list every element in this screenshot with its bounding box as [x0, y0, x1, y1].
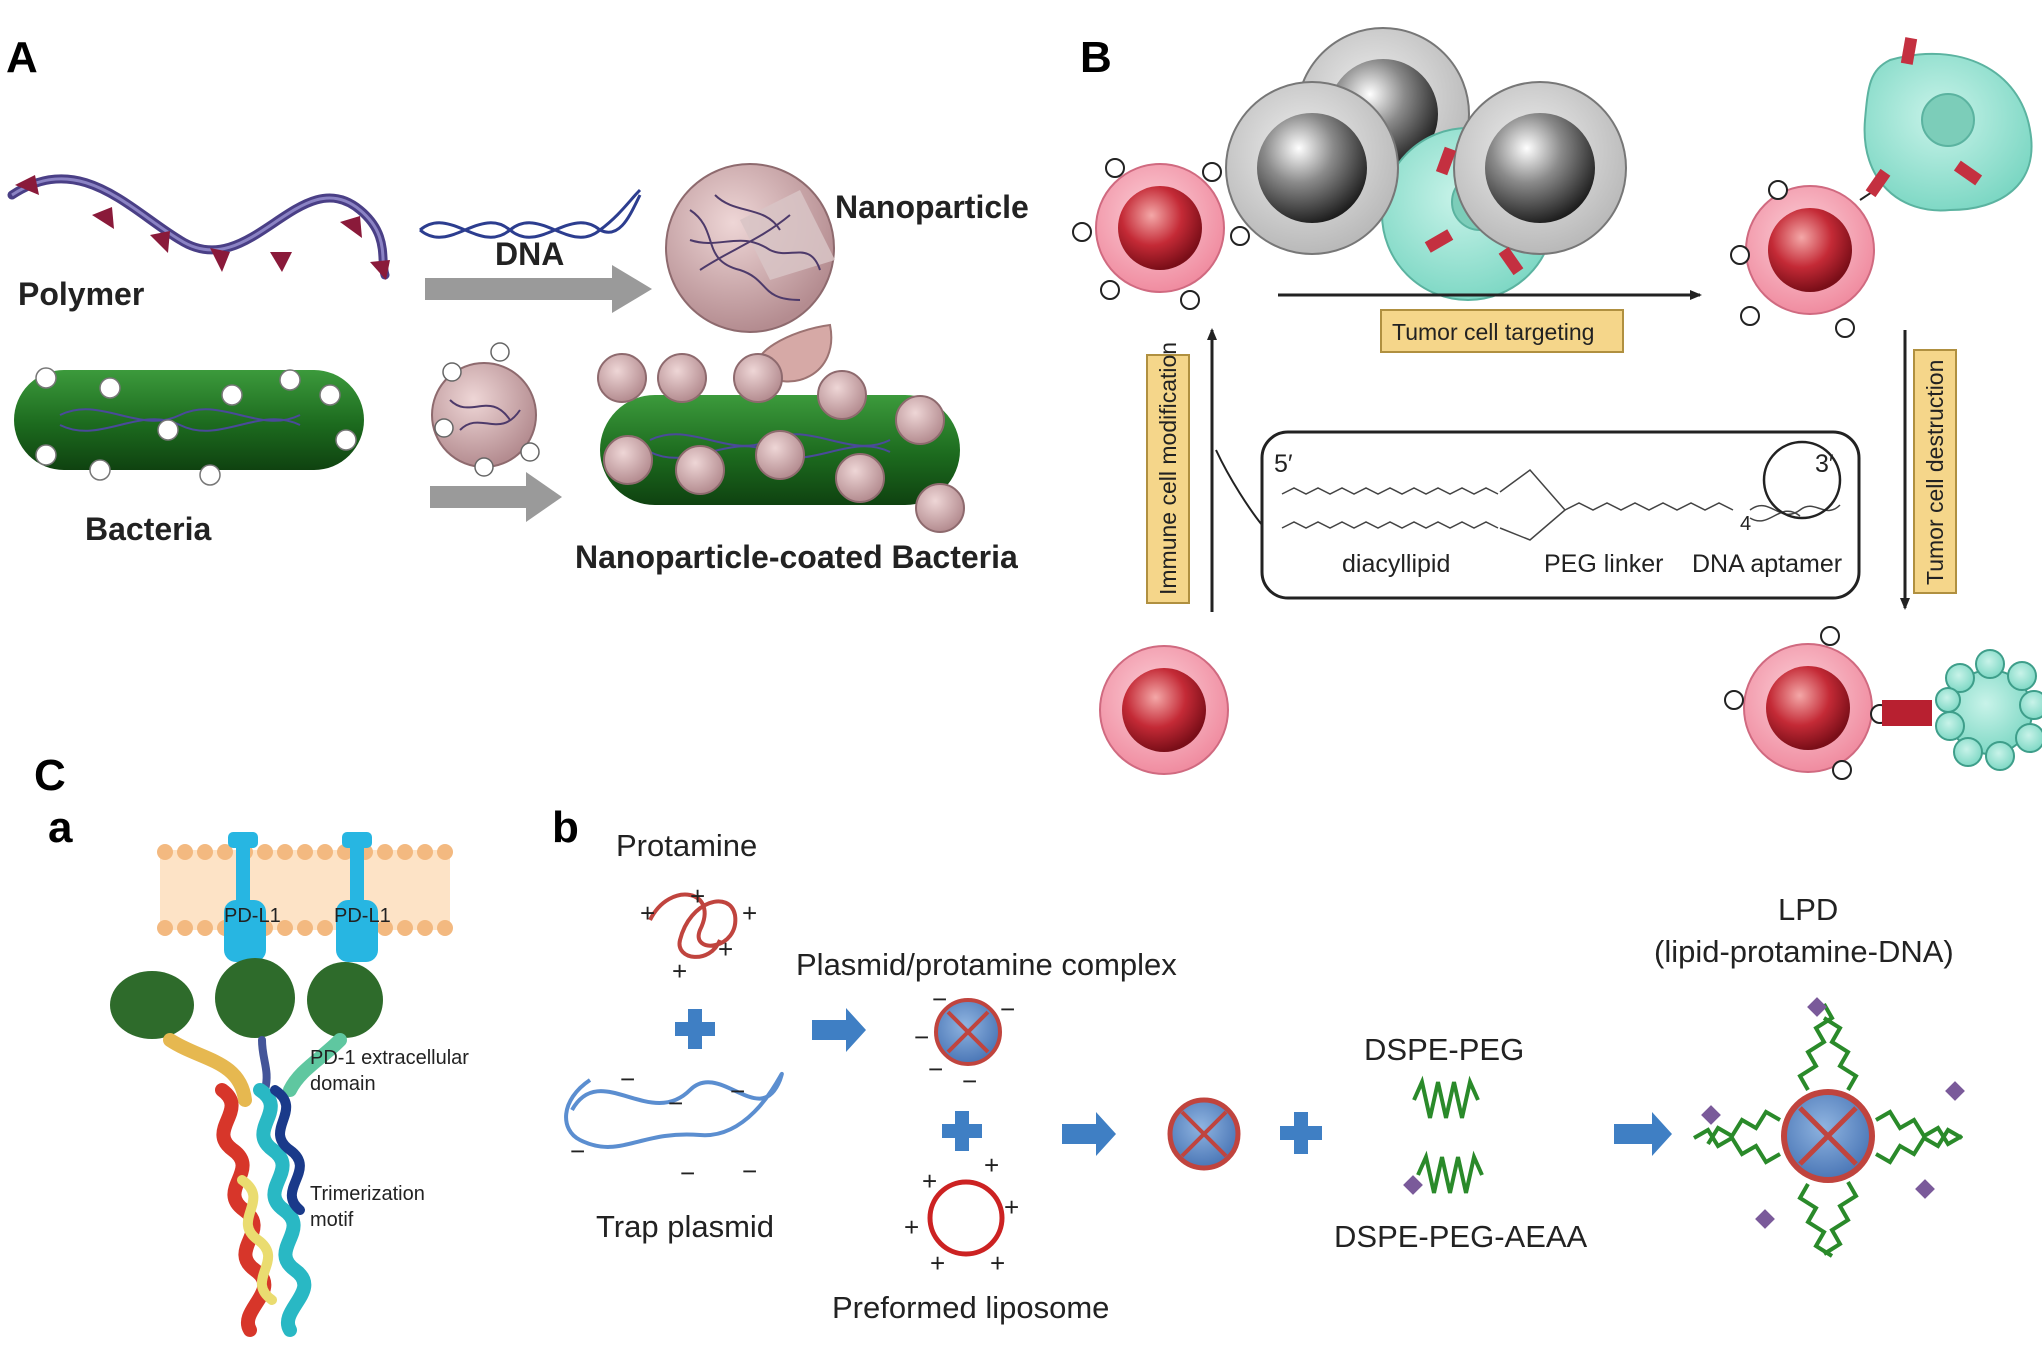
panel-label-ca: a	[48, 803, 73, 852]
apoptotic-tumor-cell	[1935, 649, 2042, 771]
dna-helix-small	[419, 188, 642, 239]
plus-sign-1	[675, 1009, 715, 1049]
pd1-label-line1: PD-1 extracellular	[310, 1047, 469, 1069]
protamine-coil: + + + + +	[640, 881, 757, 986]
gray-cells	[1225, 27, 1627, 301]
trap-plasmid-label: Trap plasmid	[596, 1209, 774, 1244]
panel-label-c: C	[34, 751, 66, 800]
bacteria-label: Bacteria	[85, 511, 212, 547]
svg-text:−: −	[928, 1054, 943, 1084]
svg-text:+: +	[718, 934, 733, 964]
svg-text:−: −	[962, 1066, 977, 1096]
svg-text:+: +	[990, 1248, 1005, 1278]
svg-text:+: +	[742, 898, 757, 928]
trap-plasmid-coil: − − − − − −	[564, 1064, 784, 1188]
plus-sign-2	[942, 1111, 982, 1151]
pdl1-left	[224, 832, 266, 962]
destruction-label: Tumor cell destruction	[1922, 360, 1948, 585]
bacteria-negative-charges	[35, 367, 357, 486]
modification-box	[1146, 354, 1190, 604]
svg-text:−: −	[620, 1064, 635, 1094]
preformed-liposome: +++ +++	[904, 1150, 1019, 1278]
pdl1-left-label: PD-L1	[224, 905, 281, 927]
dspe-peg-aeaa-chain	[1403, 1150, 1484, 1195]
svg-text:−: −	[570, 1136, 585, 1166]
coated-bacteria-label: Nanoparticle-coated Bacteria	[575, 539, 1018, 575]
panel-label-b: B	[1080, 33, 1112, 82]
immune-cell-top-left	[1072, 158, 1250, 310]
svg-text:+: +	[984, 1150, 999, 1180]
coated-bacteria	[597, 353, 965, 533]
tumor-cell-top-right	[1863, 37, 2033, 212]
charged-nanoparticle	[431, 342, 540, 477]
pd1-domains	[110, 958, 383, 1039]
svg-text:−: −	[742, 1156, 757, 1186]
nanoparticle-label: Nanoparticle	[835, 189, 1029, 225]
immune-cell-bottom-right	[1724, 626, 1890, 780]
svg-text:+: +	[690, 881, 705, 911]
lpd-particle	[1693, 997, 1965, 1258]
peg-repeat-subscript: 4	[1740, 513, 1751, 535]
pointer-line	[1215, 449, 1263, 526]
complex-label: Plasmid/protamine complex	[796, 947, 1177, 982]
svg-text:−: −	[668, 1088, 683, 1118]
tcr-binding	[1882, 700, 1932, 726]
plus-sign-3	[1280, 1112, 1322, 1154]
trimerization-label-line1: Trimerization	[310, 1183, 425, 1205]
arrow-to-lpd	[1614, 1112, 1672, 1156]
svg-text:+: +	[640, 898, 655, 928]
trimerization-label-line2: motif	[310, 1209, 354, 1231]
dspe-peg-chain	[1412, 1075, 1480, 1119]
svg-text:−: −	[932, 984, 947, 1014]
five-prime-label: 5′	[1274, 450, 1293, 478]
destruction-box	[1913, 349, 1957, 594]
nanoparticle-sphere	[665, 163, 835, 333]
protamine-label: Protamine	[616, 828, 757, 863]
panel-label-a: A	[6, 33, 38, 82]
polymer-strand	[7, 174, 390, 280]
plasmid-protamine-complex: −−− −−	[914, 984, 1015, 1096]
pd1-label-line2: domain	[310, 1073, 376, 1095]
diacyllipid-label: diacyllipid	[1342, 550, 1450, 578]
svg-text:−: −	[1000, 994, 1015, 1024]
three-prime-label: 3′	[1815, 450, 1834, 478]
svg-text:−: −	[730, 1076, 745, 1106]
lpd-label-line1: LPD	[1778, 892, 1838, 927]
targeting-box	[1380, 309, 1624, 353]
dna-label: DNA	[495, 236, 564, 272]
pdl1-right-label: PD-L1	[334, 905, 391, 927]
svg-text:−: −	[914, 1022, 929, 1052]
svg-text:+: +	[904, 1212, 919, 1242]
immune-cell-top-right	[1730, 155, 1956, 338]
dspe-peg-label: DSPE-PEG	[1364, 1032, 1524, 1067]
lipid-coated-complex	[1167, 1097, 1241, 1171]
panel-label-cb: b	[552, 803, 579, 852]
polymer-label: Polymer	[18, 276, 144, 312]
svg-text:+: +	[930, 1248, 945, 1278]
peg-linker-label: PEG linker	[1544, 550, 1663, 578]
arrow-to-nanoparticle	[425, 265, 652, 313]
svg-text:+: +	[922, 1166, 937, 1196]
targeting-label: Tumor cell targeting	[1392, 319, 1594, 345]
dna-aptamer-label: DNA aptamer	[1692, 550, 1842, 578]
modification-label: Immune cell modification	[1155, 342, 1181, 595]
bacteria-body	[14, 370, 364, 470]
immune-cell-bottom-left	[1099, 645, 1229, 775]
svg-text:+: +	[1004, 1192, 1019, 1222]
dspe-peg-aeaa-label: DSPE-PEG-AEAA	[1334, 1219, 1588, 1254]
liposome-label: Preformed liposome	[832, 1290, 1109, 1325]
aptamer-box	[1260, 430, 1861, 600]
arrow-to-coated-bacteria	[430, 472, 562, 522]
arrow-to-lipid-coated	[1062, 1112, 1116, 1156]
svg-text:−: −	[680, 1158, 695, 1188]
lpd-label-line2: (lipid-protamine-DNA)	[1654, 934, 1954, 969]
svg-text:+: +	[672, 956, 687, 986]
arrow-to-complex	[812, 1008, 866, 1052]
pdl1-right	[336, 832, 378, 962]
pd1-trimer-helices	[163, 1033, 347, 1337]
cell-membrane	[157, 844, 453, 936]
